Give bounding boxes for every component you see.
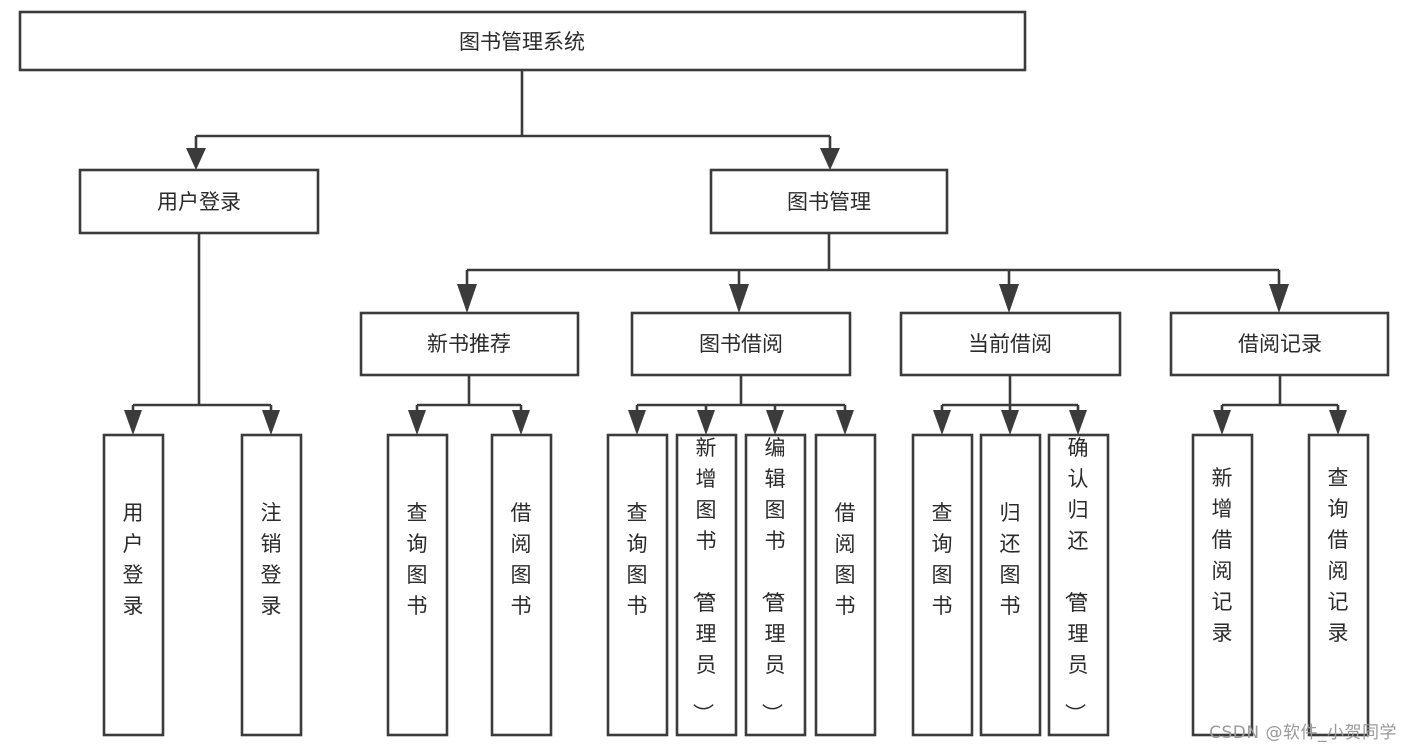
node-leaf-add-book[interactable]: 新增图书（管理员）: [675, 433, 738, 737]
node-root-label: 图书管理系统: [459, 30, 585, 54]
node-root[interactable]: 图书管理系统: [18, 10, 1027, 72]
node-book-borrow[interactable]: 图书借阅: [630, 311, 852, 377]
node-borrow-record-box[interactable]: [1169, 311, 1390, 377]
arrowhead-leaf-user-logout: [262, 410, 280, 435]
node-leaf-edit-book-label: 编辑图书（管理员）: [760, 436, 786, 724]
node-leaf-borrow-book-2[interactable]: 借阅图书: [814, 433, 877, 737]
node-leaf-add-book-label: 新增图书（管理员）: [691, 436, 717, 724]
node-leaf-query-book-2[interactable]: 查询图书: [606, 433, 669, 737]
node-root-box[interactable]: [18, 10, 1027, 72]
arrowhead-leaf-query-book-1: [408, 410, 426, 435]
node-leaf-user-login-box[interactable]: [102, 433, 165, 737]
arrowhead-leaf-user-login: [124, 410, 142, 435]
node-user-login-box[interactable]: [78, 168, 320, 235]
arrowhead-user-login: [186, 148, 206, 170]
node-leaf-return-book[interactable]: 归还图书: [979, 433, 1042, 737]
arrowhead-leaf-confirm-return: [1069, 410, 1087, 435]
arrowhead-leaf-add-book: [697, 410, 715, 435]
node-leaf-query-record-label: 查询借阅记录: [1328, 466, 1349, 645]
node-leaf-return-book-box[interactable]: [979, 433, 1042, 737]
arrowhead-leaf-borrow-book-1: [512, 410, 530, 435]
node-current-borrow[interactable]: 当前借阅: [899, 311, 1122, 377]
node-leaf-query-book-3-box[interactable]: [911, 433, 974, 737]
arrowhead-current-borrow: [999, 284, 1019, 313]
node-leaf-add-record-box[interactable]: [1191, 433, 1254, 737]
node-leaf-user-logout[interactable]: 注销登录: [240, 433, 303, 737]
node-leaf-borrow-book-1-label: 借阅图书: [511, 501, 532, 618]
node-leaf-borrow-book-2-box[interactable]: [814, 433, 877, 737]
node-leaf-user-login-label: 用户登录: [123, 501, 144, 618]
node-leaf-user-login[interactable]: 用户登录: [102, 433, 165, 737]
node-leaf-borrow-book-1-box[interactable]: [490, 433, 553, 737]
node-borrow-record-label: 借阅记录: [1238, 332, 1322, 356]
arrowhead-leaf-query-record: [1329, 410, 1347, 435]
node-leaf-add-record[interactable]: 新增借阅记录: [1191, 433, 1254, 737]
connector-layer: [124, 70, 1347, 435]
node-book-manage-label: 图书管理: [787, 190, 871, 214]
node-leaf-confirm-return[interactable]: 确认归还（管理员）: [1047, 433, 1110, 737]
node-leaf-query-book-3-label: 查询图书: [932, 501, 953, 618]
node-leaf-query-record[interactable]: 查询借阅记录: [1307, 433, 1370, 737]
node-current-borrow-label: 当前借阅: [968, 332, 1052, 356]
node-leaf-user-logout-box[interactable]: [240, 433, 303, 737]
arrowhead-leaf-query-book-2: [628, 410, 646, 435]
node-current-borrow-box[interactable]: [899, 311, 1122, 377]
node-user-login[interactable]: 用户登录: [78, 168, 320, 235]
arrowhead-borrow-record: [1269, 284, 1289, 313]
arrowhead-leaf-add-record: [1213, 410, 1231, 435]
node-leaf-edit-book-box[interactable]: [744, 433, 807, 737]
node-leaf-query-book-1-label: 查询图书: [407, 501, 428, 618]
arrowhead-book-borrow: [729, 284, 749, 313]
node-new-book-rec[interactable]: 新书推荐: [359, 311, 580, 377]
node-leaf-query-book-2-label: 查询图书: [627, 501, 648, 618]
node-leaf-query-book-2-box[interactable]: [606, 433, 669, 737]
arrowhead-book-manage: [820, 148, 840, 170]
arrowhead-leaf-edit-book: [766, 410, 784, 435]
node-book-manage[interactable]: 图书管理: [709, 168, 949, 235]
node-leaf-confirm-return-box[interactable]: [1047, 433, 1110, 737]
node-book-manage-box[interactable]: [709, 168, 949, 235]
arrowhead-leaf-borrow-book-2: [836, 410, 854, 435]
node-leaf-confirm-return-label: 确认归还（管理员）: [1063, 436, 1089, 724]
node-leaf-add-record-label: 新增借阅记录: [1212, 466, 1233, 645]
node-leaf-query-book-1-box[interactable]: [386, 433, 449, 737]
arrowhead-leaf-return-book: [1001, 410, 1019, 435]
node-user-login-label: 用户登录: [157, 190, 241, 214]
node-leaf-query-book-1[interactable]: 查询图书: [386, 433, 449, 737]
node-new-book-rec-label: 新书推荐: [427, 332, 511, 356]
node-borrow-record[interactable]: 借阅记录: [1169, 311, 1390, 377]
node-leaf-query-record-box[interactable]: [1307, 433, 1370, 737]
node-leaf-return-book-label: 归还图书: [1000, 501, 1021, 618]
node-new-book-rec-box[interactable]: [359, 311, 580, 377]
node-leaf-edit-book[interactable]: 编辑图书（管理员）: [744, 433, 807, 737]
node-leaf-borrow-book-2-label: 借阅图书: [835, 501, 856, 618]
node-leaf-user-logout-label: 注销登录: [261, 501, 282, 618]
arrowhead-leaf-query-book-3: [933, 410, 951, 435]
node-book-borrow-label: 图书借阅: [699, 332, 783, 356]
node-leaf-add-book-box[interactable]: [675, 433, 738, 737]
node-leaf-query-book-3[interactable]: 查询图书: [911, 433, 974, 737]
arrowhead-new-book-rec: [457, 284, 477, 313]
node-leaf-borrow-book-1[interactable]: 借阅图书: [490, 433, 553, 737]
node-book-borrow-box[interactable]: [630, 311, 852, 377]
